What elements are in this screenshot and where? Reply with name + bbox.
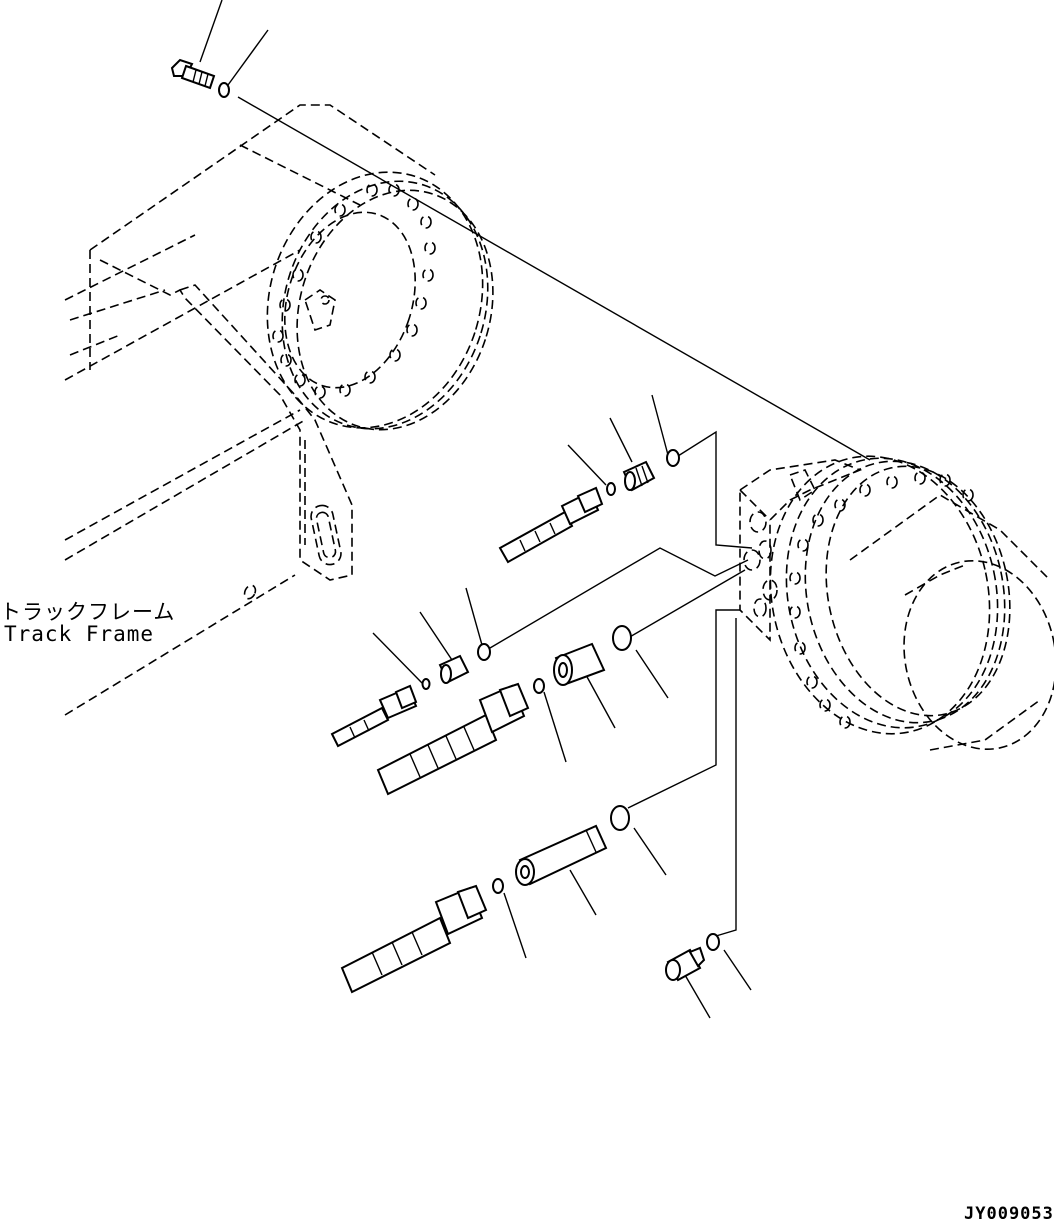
middle-large-adapter — [553, 642, 606, 686]
middle-large-hose-assembly — [376, 682, 530, 796]
middle-small-o-ring — [421, 678, 431, 690]
bolt-washer — [218, 82, 230, 98]
upper-o-ring — [666, 449, 680, 467]
upper-hose-assembly — [498, 486, 604, 564]
motor-port-o-ring-lower — [610, 805, 630, 831]
travel-motor-final-drive — [739, 455, 1054, 751]
track-frame-outline — [64, 104, 436, 716]
upper-small-o-ring — [606, 482, 616, 496]
middle-o-ring — [477, 643, 491, 661]
lower-o-ring — [492, 878, 504, 894]
upper-adapter — [622, 460, 656, 492]
flange-bolt-holes — [272, 183, 436, 399]
track-frame-label-japanese: トラックフレーム — [0, 600, 176, 624]
motor-port-o-ring-upper — [612, 625, 632, 651]
middle-small-hose-assembly — [330, 684, 418, 748]
plug-o-ring — [706, 933, 720, 951]
mounting-bolt — [170, 58, 216, 90]
middle-large-o-ring — [533, 678, 545, 694]
lower-long-adapter — [515, 824, 608, 886]
middle-small-adapter — [438, 654, 470, 684]
port-plug — [665, 946, 706, 982]
lower-hose-assembly — [340, 884, 488, 994]
leader-lines — [199, 0, 871, 1019]
frame-mounting-flange — [266, 171, 494, 431]
drive-bolt-holes — [789, 471, 974, 729]
track-frame-label-english: Track Frame — [4, 622, 155, 646]
drawing-code: JY009053 — [964, 1204, 1054, 1224]
